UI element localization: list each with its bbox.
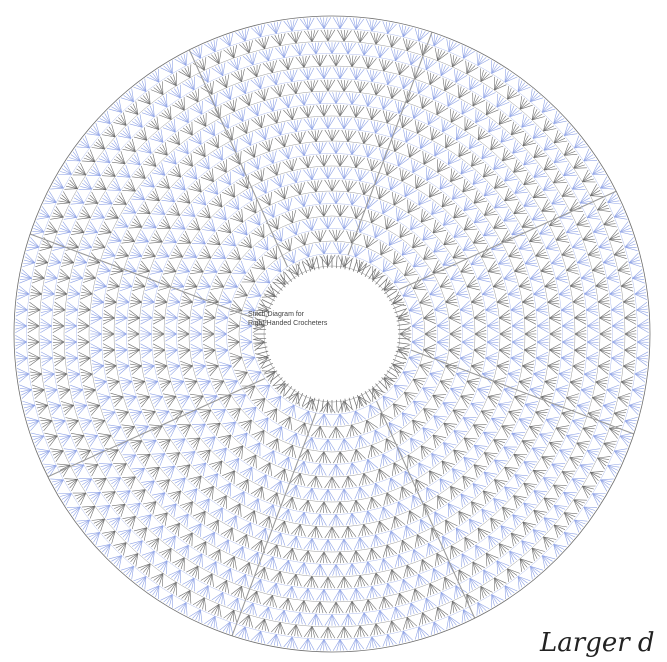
center-label: Stitch Diagram for Right-Handed Crochete… [248,310,368,328]
divider-line [189,50,287,267]
divider-line [30,234,253,318]
divider-line [411,350,634,434]
caption-text: Larger d [540,628,655,658]
center-label-line1: Stitch Diagram for [248,310,368,319]
center-hole [268,270,396,398]
center-label-line2: Right-Handed Crocheters [248,319,368,328]
